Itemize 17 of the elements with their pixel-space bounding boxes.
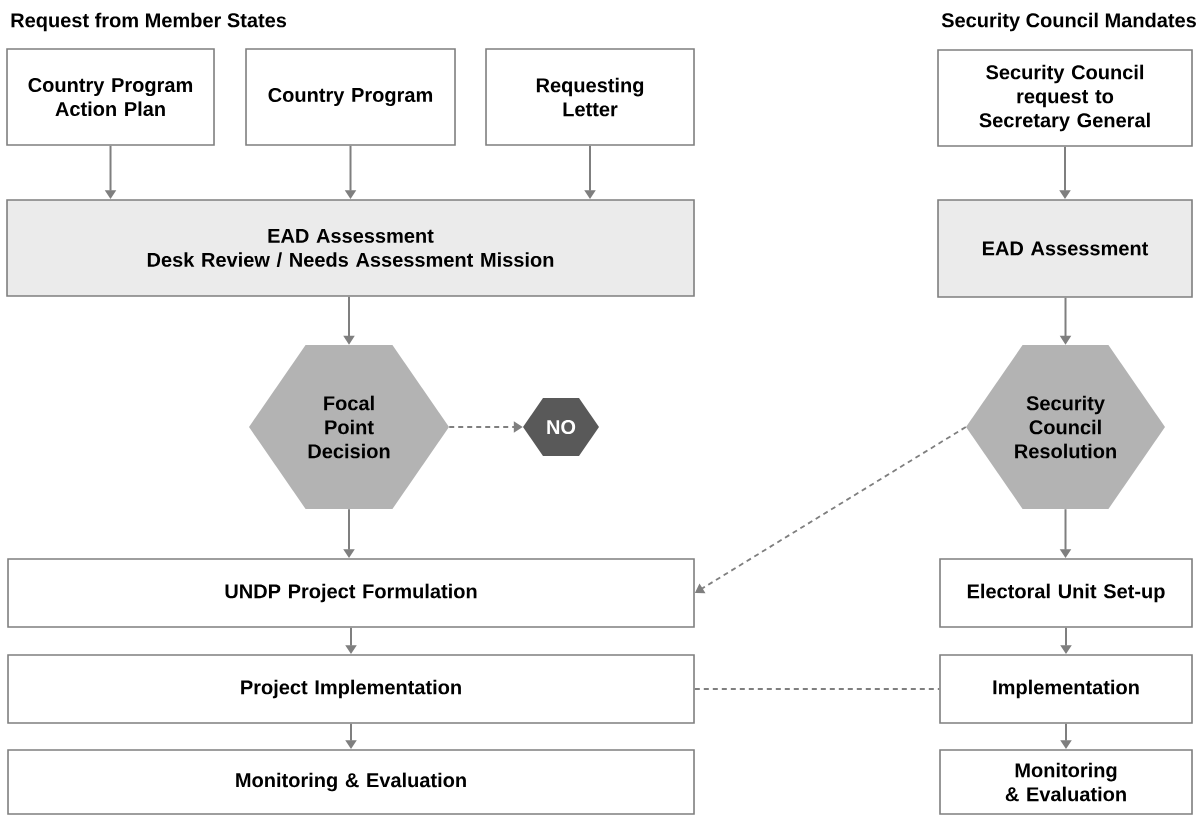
process-box: Country Program Action Plan: [6, 48, 215, 146]
process-box: Project Implementation: [7, 654, 695, 724]
process-box: Requesting Letter: [485, 48, 695, 146]
process-box: Implementation: [939, 654, 1193, 724]
process-box: UNDP Project Formulation: [7, 558, 695, 628]
process-box: Monitoring & Evaluation: [7, 749, 695, 815]
process-box: Country Program: [245, 48, 456, 146]
decision-hexagon: Security Council Resolution: [966, 345, 1165, 509]
connector-line: [693, 688, 941, 690]
process-box: Monitoring & Evaluation: [939, 749, 1193, 815]
outcome-hexagon: NO: [523, 398, 599, 456]
decision-hexagon: Focal Point Decision: [249, 345, 449, 509]
section-heading: Request from Member States: [11, 12, 287, 32]
process-box: Electoral Unit Set-up: [939, 558, 1193, 628]
assessment-box: EAD Assessment Desk Review / Needs Assessment Mission: [6, 199, 695, 297]
process-box: Security Council request to Secretary General: [937, 49, 1193, 147]
assessment-box: EAD Assessment: [937, 199, 1193, 298]
